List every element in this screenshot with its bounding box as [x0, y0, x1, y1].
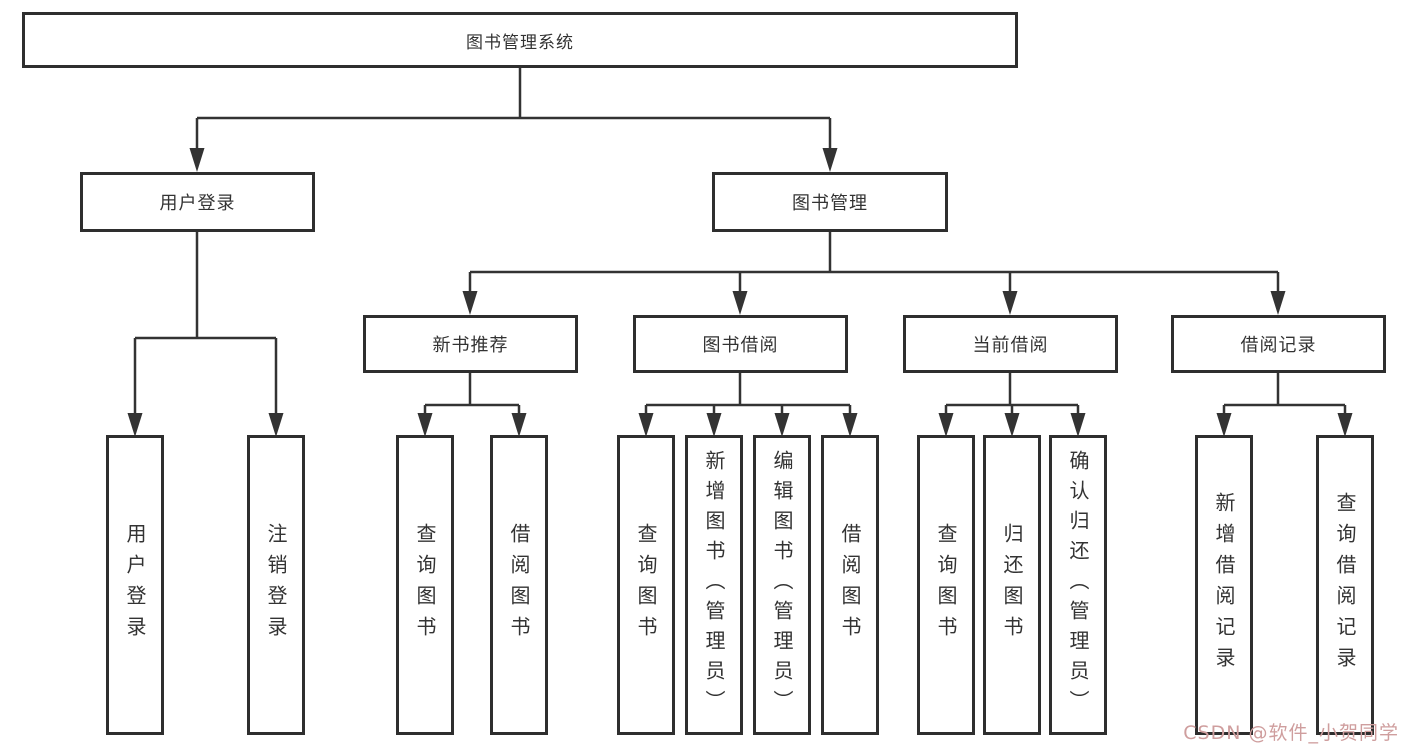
leaf-query-books-borrowing: 查询图书 [617, 435, 675, 735]
leaf-logout: 注销登录 [247, 435, 305, 735]
leaf-query-borrow-record: 查询借阅记录 [1316, 435, 1374, 735]
leaf-add-borrow-record: 新增借阅记录 [1195, 435, 1253, 735]
node-current-borrowing: 当前借阅 [903, 315, 1118, 373]
csdn-watermark: CSDN @软件_小贺同学 [1183, 722, 1399, 744]
node-borrow-records: 借阅记录 [1171, 315, 1386, 373]
leaf-return-book: 归还图书 [983, 435, 1041, 735]
node-user-login: 用户登录 [80, 172, 315, 232]
leaf-borrow-books-borrowing: 借阅图书 [821, 435, 879, 735]
node-book-borrowing: 图书借阅 [633, 315, 848, 373]
leaf-add-book-admin: 新增图书（管理员） [685, 435, 743, 735]
leaf-confirm-return-admin: 确认归还（管理员） [1049, 435, 1107, 735]
leaf-query-books-current: 查询图书 [917, 435, 975, 735]
node-book-management: 图书管理 [712, 172, 948, 232]
leaf-query-books-recommend: 查询图书 [396, 435, 454, 735]
node-library-management-system: 图书管理系统 [22, 12, 1018, 68]
leaf-user-login: 用户登录 [106, 435, 164, 735]
leaf-edit-book-admin: 编辑图书（管理员） [753, 435, 811, 735]
node-new-book-recommendation: 新书推荐 [363, 315, 578, 373]
leaf-borrow-books-recommend: 借阅图书 [490, 435, 548, 735]
